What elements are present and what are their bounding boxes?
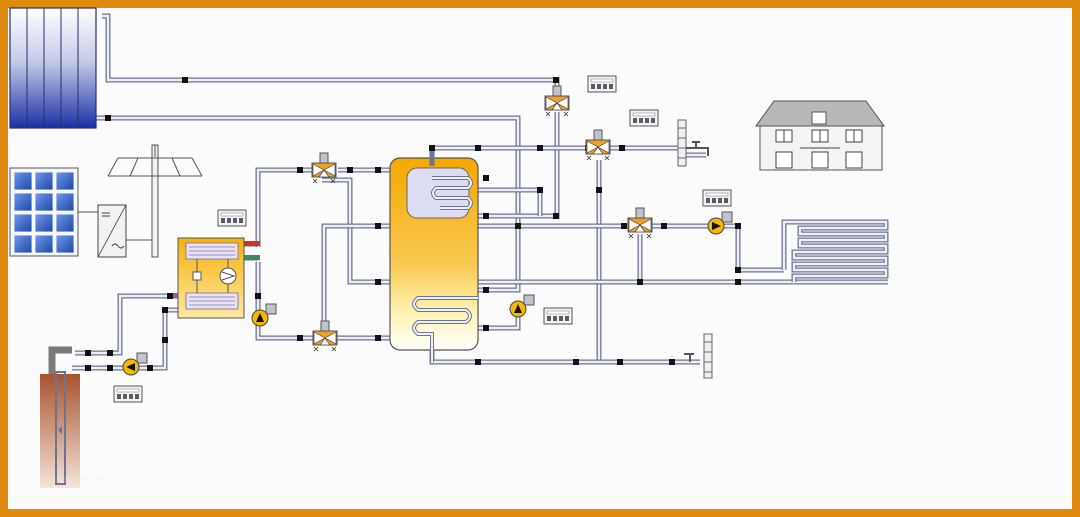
pv-cell (34, 234, 54, 254)
pipe-joint (617, 359, 623, 365)
pipe-joint (85, 350, 91, 356)
pipe-joint (162, 307, 168, 313)
pipe-joint (255, 293, 261, 299)
pipe-joint (735, 279, 741, 285)
pipe-joint (375, 335, 381, 341)
pipe-joint (167, 293, 173, 299)
circulation-pump-icon[interactable] (707, 211, 733, 235)
house-icon (755, 100, 885, 171)
pipe-joint (483, 287, 489, 293)
pipe-joint (182, 77, 188, 83)
pipe-joint (107, 365, 113, 371)
pipe-joint (553, 213, 559, 219)
watermark-text: Sonnenenergie (42, 475, 102, 484)
controller-display-icon[interactable] (629, 109, 659, 127)
controller-display-icon[interactable] (702, 189, 732, 207)
controller-display-icon[interactable] (217, 209, 247, 227)
power-pylon-icon (107, 144, 203, 258)
controller-display-icon[interactable] (543, 307, 573, 325)
solar-thermal-collector-icon (9, 7, 97, 129)
photovoltaic-panel-icon (9, 167, 79, 257)
pipe-joints (85, 77, 741, 371)
pipe-joint (85, 365, 91, 371)
controllers-layer (113, 75, 732, 403)
pipe-joint (162, 337, 168, 343)
pipe-joint (537, 145, 543, 151)
brine-inlet-stub (170, 293, 184, 298)
pipe-joint (553, 77, 559, 83)
inverter-icon (78, 204, 152, 258)
pv-cell (34, 213, 54, 233)
ground-probe-icon (40, 346, 80, 488)
pipe-joint (619, 145, 625, 151)
circulation-pump-icon[interactable] (509, 294, 535, 318)
hot-outlet-stub (240, 241, 260, 246)
pipe-joint (637, 279, 643, 285)
pipe-joint (297, 167, 303, 173)
pv-cell (55, 234, 75, 254)
pipe-joint (537, 187, 543, 193)
pv-cell (13, 213, 33, 233)
pipe-joint (669, 359, 675, 365)
controller-display-icon[interactable] (587, 75, 617, 93)
pv-cell (13, 234, 33, 254)
circulation-pump-icon[interactable] (122, 352, 148, 376)
pv-cell (13, 192, 33, 212)
pv-cell (55, 192, 75, 212)
pipe-joint (483, 175, 489, 181)
three-way-valve-icon[interactable] (627, 207, 653, 239)
pipe-joint (661, 223, 667, 229)
heat-pump-icon (177, 237, 245, 319)
controller-display-icon[interactable] (113, 385, 143, 403)
valves-layer (311, 85, 653, 352)
three-way-valve-icon[interactable] (311, 152, 337, 184)
pv-cell (55, 171, 75, 191)
pipe-joint (483, 325, 489, 331)
pipe-joint (621, 223, 627, 229)
pipe-joint (483, 213, 489, 219)
pv-cell (34, 192, 54, 212)
pipe-joint (735, 223, 741, 229)
pipe-joint (375, 279, 381, 285)
pipe-joint (515, 223, 521, 229)
water-tap-icon (677, 119, 709, 167)
pv-cell (55, 213, 75, 233)
pipe-joint (429, 145, 435, 151)
three-way-valve-icon[interactable] (312, 320, 338, 352)
pv-cell (13, 171, 33, 191)
pv-cell (34, 171, 54, 191)
underfloor-heating-icon (781, 219, 889, 282)
pipe-joint (375, 167, 381, 173)
pipe-joint (596, 187, 602, 193)
pipe-joint (297, 335, 303, 341)
pipe-joint (475, 145, 481, 151)
pipe-joint (147, 365, 153, 371)
buffer-tank-icon (389, 148, 479, 362)
pipe-joint (107, 350, 113, 356)
pipe-joint (105, 115, 111, 121)
pipe-joint (375, 223, 381, 229)
pumps-layer (122, 211, 733, 376)
cold-outlet-stub (240, 255, 260, 260)
three-way-valve-icon[interactable] (544, 85, 570, 117)
three-way-valve-icon[interactable] (585, 129, 611, 161)
pipe-joint (347, 167, 353, 173)
water-inlet-valve-icon (684, 333, 713, 379)
pipe-joint (475, 359, 481, 365)
pipe-joint (573, 359, 579, 365)
circulation-pump-icon[interactable] (251, 303, 277, 327)
pipe-joint (735, 267, 741, 273)
